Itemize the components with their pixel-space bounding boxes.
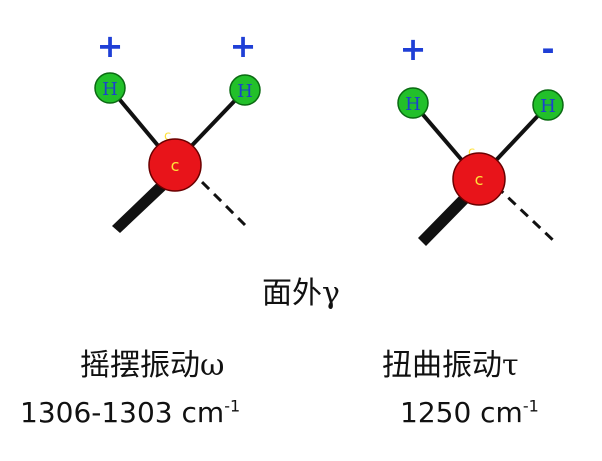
mode-name-twisting: 扭曲振动τ bbox=[382, 348, 519, 383]
carbon-label: c bbox=[475, 170, 484, 189]
sign-plus-right: + bbox=[230, 27, 257, 65]
dashed-bond bbox=[494, 184, 557, 244]
frequency-wagging: 1306-1303 cm-1 bbox=[20, 396, 240, 429]
hydrogen-label-left: H bbox=[102, 79, 118, 100]
wedge-bond bbox=[418, 188, 475, 246]
sign-plus-left: + bbox=[400, 30, 427, 68]
carbon-label: c bbox=[171, 156, 180, 175]
carbon-atom bbox=[148, 138, 202, 192]
frequency-exponent: -1 bbox=[224, 396, 241, 416]
dashed-bond bbox=[188, 168, 247, 227]
hidden-atom-label: c bbox=[164, 129, 171, 144]
frequency-twisting: 1250 cm-1 bbox=[400, 396, 539, 429]
frequency-value: 1306-1303 cm bbox=[20, 396, 225, 429]
molecule-wagging: c + + H H c bbox=[94, 27, 261, 233]
hydrogen-label-right: H bbox=[237, 81, 253, 102]
frequency-value: 1250 cm bbox=[400, 396, 523, 429]
frequency-exponent: -1 bbox=[522, 396, 539, 416]
hydrogen-atom-right bbox=[532, 89, 564, 121]
molecule-twisting: c + - H H c bbox=[397, 30, 564, 246]
hydrogen-label-left: H bbox=[405, 94, 421, 115]
sign-minus-right: - bbox=[541, 30, 554, 68]
subtitle-out-of-plane: 面外γ bbox=[262, 276, 340, 311]
hydrogen-atom-right bbox=[229, 74, 261, 106]
carbon-atom bbox=[452, 152, 506, 206]
hydrogen-atom-left bbox=[397, 87, 429, 119]
hydrogen-label-right: H bbox=[540, 96, 556, 117]
sign-plus-left: + bbox=[97, 27, 124, 65]
hidden-atom-label: c bbox=[468, 145, 475, 160]
mode-name-wagging: 摇摆振动ω bbox=[80, 348, 225, 383]
hydrogen-atom-left bbox=[94, 72, 126, 104]
wedge-bond bbox=[112, 175, 173, 233]
